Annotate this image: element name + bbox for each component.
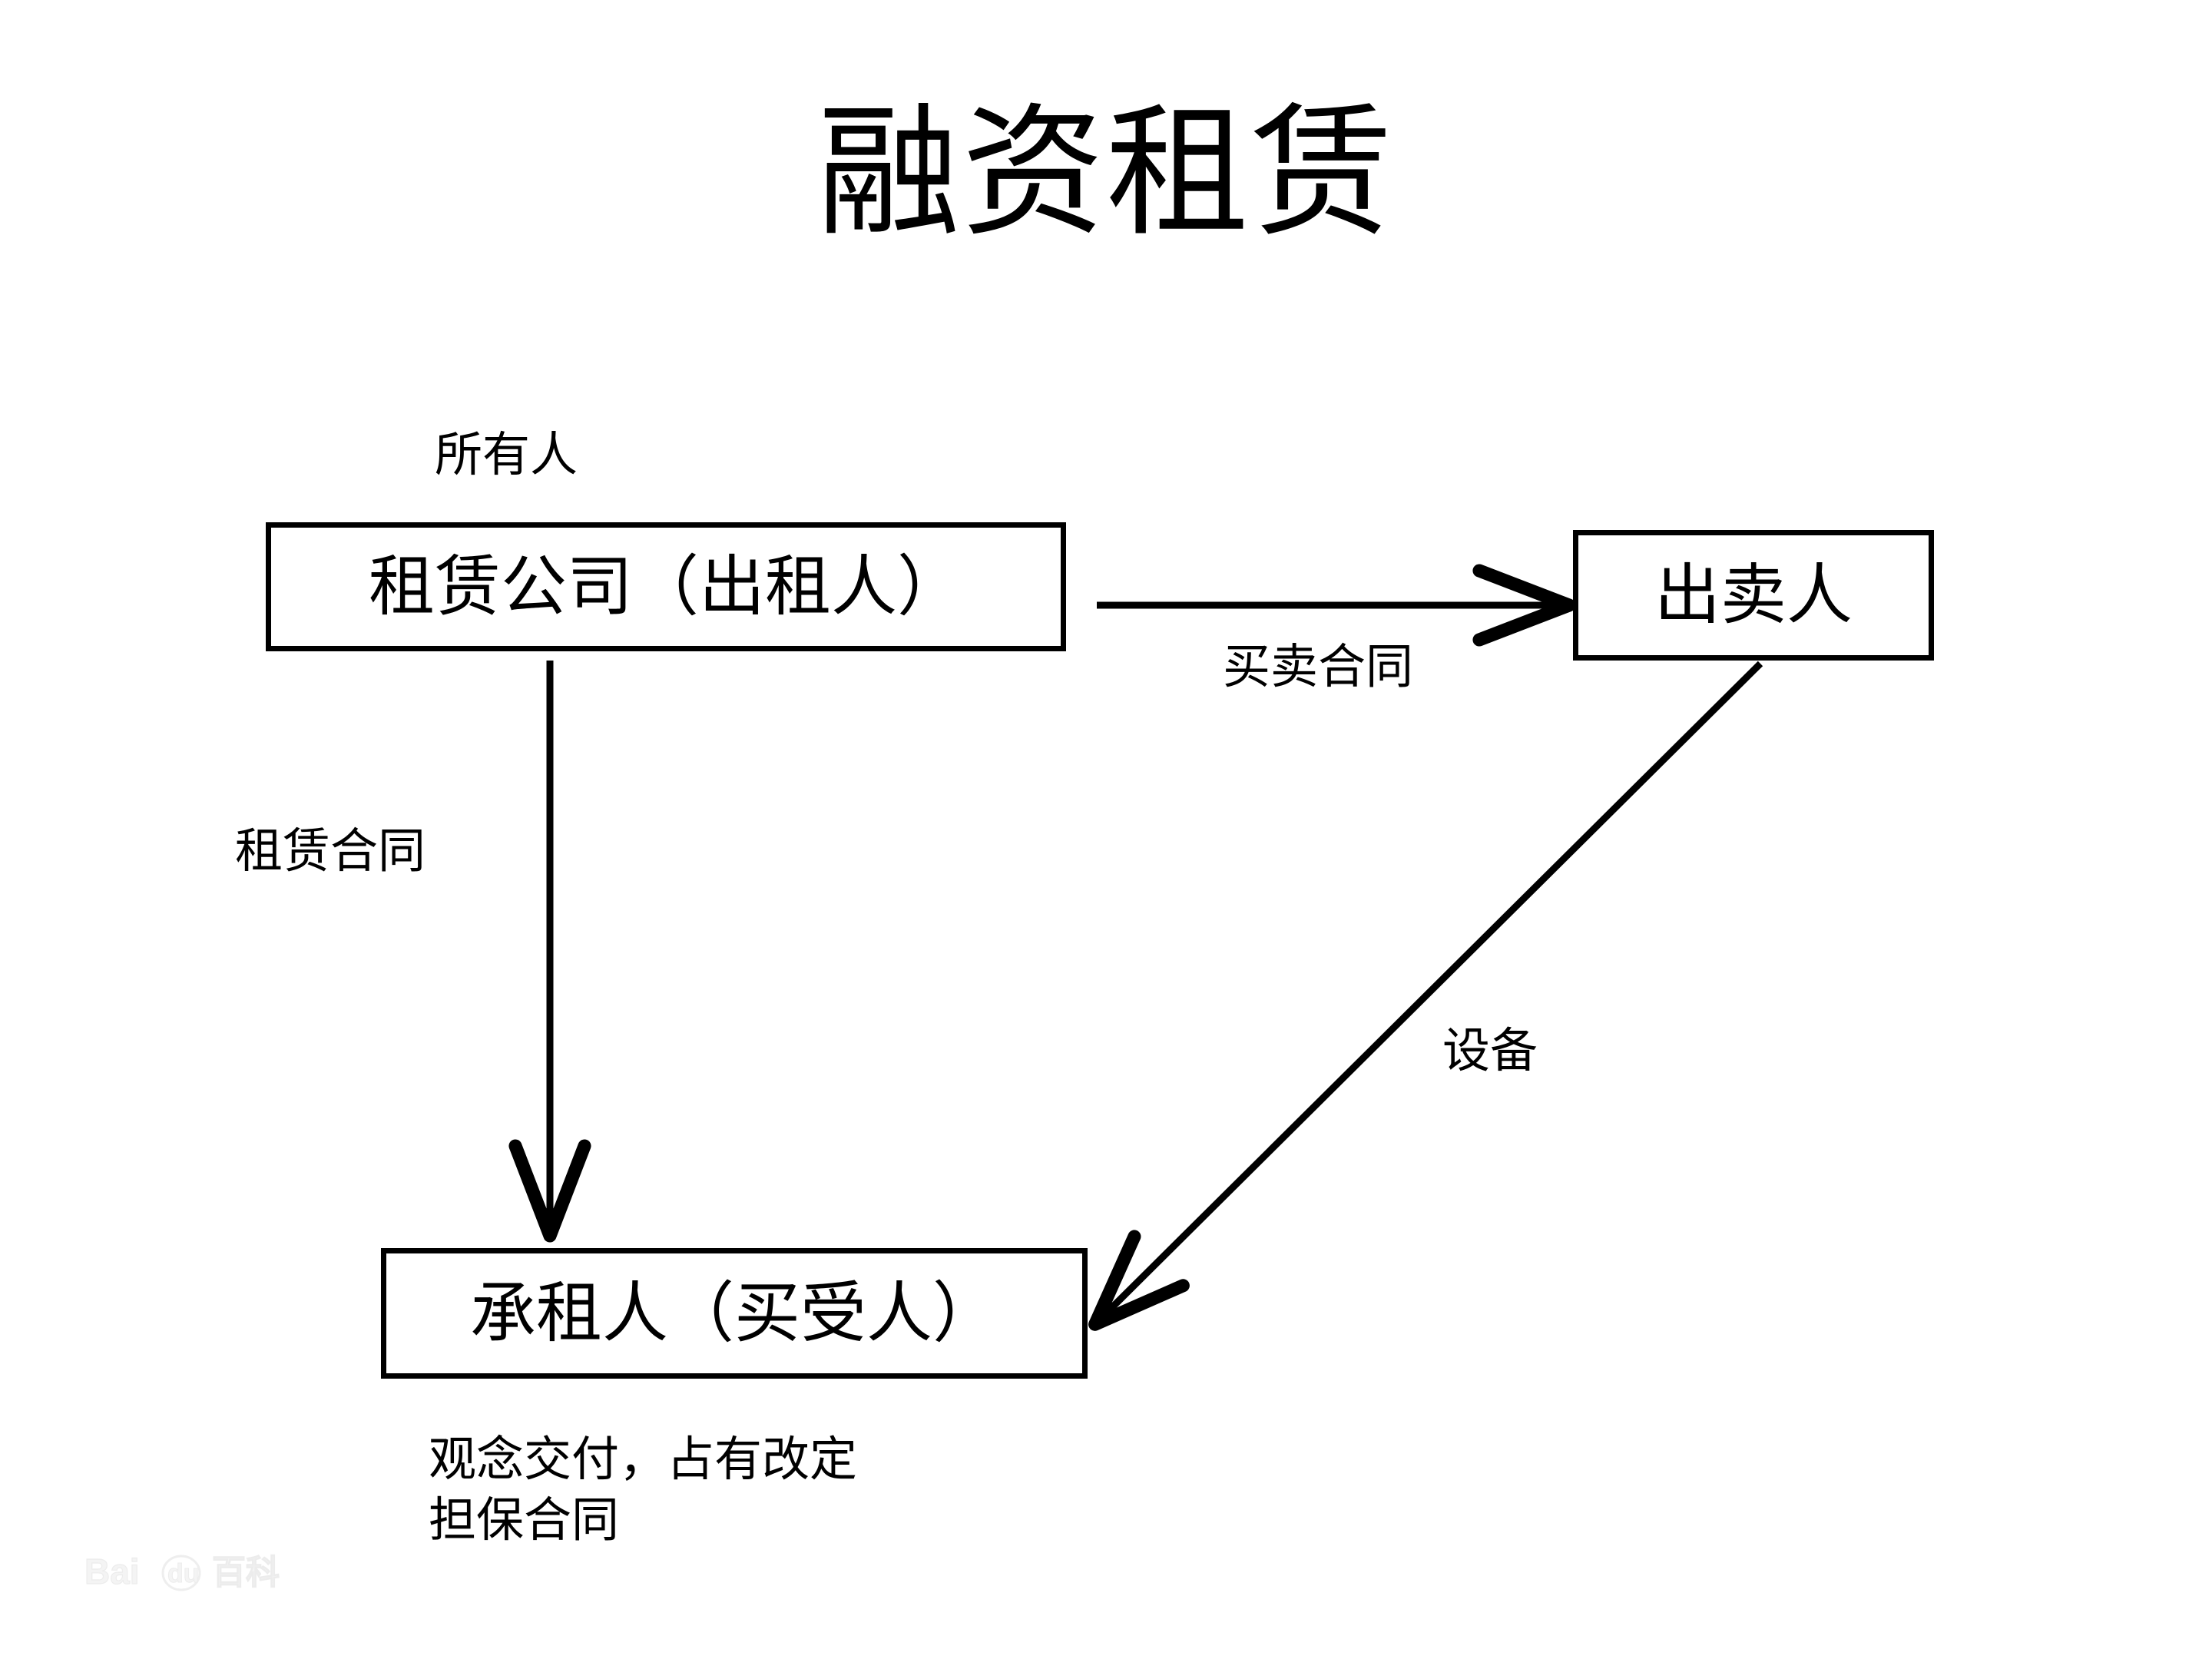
label-sales-contract: 买卖合同 — [1223, 641, 1414, 694]
svg-text:Bai: Bai — [84, 1553, 140, 1591]
label-owner: 所有人 — [435, 429, 578, 482]
lessee-note-line-2: 担保合同 — [429, 1495, 620, 1548]
node-lessor[interactable]: 租赁公司（出租人） — [266, 522, 1066, 651]
lessee-notes: 观念交付，占有改定 担保合同 — [429, 1430, 857, 1552]
svg-text:百科: 百科 — [212, 1554, 280, 1591]
label-lease-contract: 租赁合同 — [235, 826, 426, 878]
node-lessee-label: 承租人（买受人） — [470, 1277, 998, 1350]
page-title: 融资租赁 — [816, 95, 1395, 253]
node-lessor-label: 租赁公司（出租人） — [369, 550, 963, 624]
baidu-baike-watermark: Bai du 百科 — [84, 1553, 280, 1592]
node-seller[interactable]: 出卖人 — [1573, 530, 1934, 661]
label-equipment: 设备 — [1442, 1025, 1538, 1078]
node-seller-label: 出卖人 — [1654, 558, 1853, 632]
node-lessee[interactable]: 承租人（买受人） — [381, 1248, 1088, 1379]
arrow-seller-to-lessee — [1088, 661, 1763, 1331]
lessee-note-line-1: 观念交付，占有改定 — [429, 1434, 858, 1486]
svg-text:du: du — [167, 1559, 200, 1588]
